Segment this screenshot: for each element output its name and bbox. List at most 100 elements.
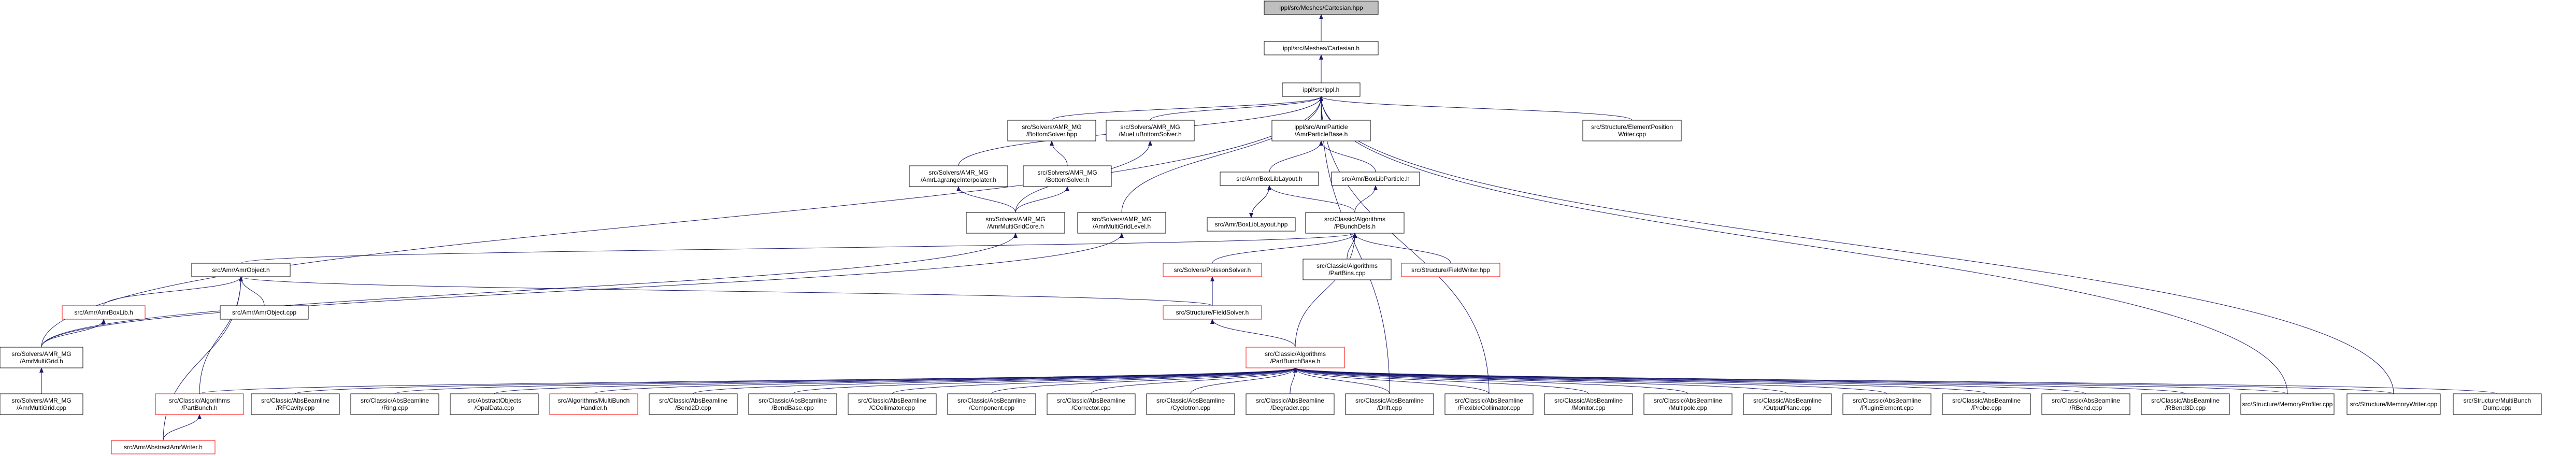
node-box — [848, 393, 937, 415]
graph-node-n1[interactable]: ippl/src/Meshes/Cartesian.h — [1264, 41, 1379, 55]
graph-node-b10[interactable]: src/Classic/AbsBeamline/Degrader.cpp — [1246, 393, 1335, 415]
node-box — [1077, 212, 1166, 234]
graph-node-n9[interactable]: src/Amr/BoxLibLayout.h — [1220, 172, 1319, 186]
node-label-line: src/Classic/AbsBeamline — [2151, 397, 2220, 404]
node-label-line: src/Amr/BoxLibLayout.h — [1236, 175, 1302, 182]
node-label-line: src/Classic/AbsBeamline — [1554, 397, 1623, 404]
graph-node-b8[interactable]: src/Classic/AbsBeamline/Corrector.cpp — [1047, 393, 1136, 415]
graph-node-b14[interactable]: src/Classic/AbsBeamline/Multipole.cpp — [1643, 393, 1733, 415]
edge-b17-to-n23 — [1293, 367, 1987, 394]
node-label-line: src/Amr/AbstractAmrWriter.h — [124, 444, 203, 451]
graph-node-b1[interactable]: src/Classic/AbsBeamline/Ring.cpp — [350, 393, 439, 415]
node-box — [62, 305, 146, 320]
graph-node-n0[interactable]: ippl/src/Meshes/Cartesian.hpp — [1264, 1, 1379, 15]
graph-node-n3[interactable]: src/Solvers/AMR_MG/BottomSolver.hpp — [1007, 120, 1096, 141]
graph-node-b16[interactable]: src/Classic/AbsBeamline/PluginElement.cp… — [1842, 393, 1931, 415]
node-label-line: src/Classic/AbsBeamline — [361, 397, 429, 404]
node-label-line: /Component.cpp — [969, 404, 1014, 411]
graph-node-b20[interactable]: src/Structure/MemoryProfiler.cpp — [2240, 393, 2335, 415]
graph-node-b4[interactable]: src/Classic/AbsBeamline/Bend2D.cpp — [649, 393, 738, 415]
node-box — [1282, 82, 1361, 97]
node-box — [1842, 393, 1931, 415]
node-box — [966, 212, 1065, 234]
graph-node-b5[interactable]: src/Classic/AbsBeamline/BendBase.cpp — [748, 393, 837, 415]
node-label-line: /BottomSolver.h — [1046, 176, 1090, 183]
node-label-line: src/Classic/AbsBeamline — [1952, 397, 2021, 404]
edge-b12-to-n23 — [1293, 367, 1490, 394]
edge-b9-to-n23 — [1190, 367, 1297, 394]
edge-b18-to-n23 — [1293, 367, 2086, 394]
node-box — [947, 393, 1036, 415]
node-box — [2141, 393, 2230, 415]
graph-node-n23[interactable]: src/Classic/Algorithms/PartBunchBase.h — [1246, 347, 1345, 368]
graph-node-n24[interactable]: src/Solvers/AMR_MG/AmrMultiGrid.cpp — [0, 393, 83, 415]
graph-node-b19[interactable]: src/Classic/AbsBeamline/RBend3D.cpp — [2141, 393, 2230, 415]
graph-node-n22[interactable]: src/Solvers/AMR_MG/AmrMultiGrid.h — [0, 347, 83, 368]
graph-node-b15[interactable]: src/Classic/AbsBeamline/OutputPlane.cpp — [1743, 393, 1832, 415]
graph-node-b21[interactable]: src/Structure/MemoryWriter.cpp — [2346, 393, 2441, 415]
graph-node-n16[interactable]: src/Solvers/PoissonSolver.h — [1163, 263, 1262, 277]
graph-node-n5[interactable]: ippl/src/AmrParticle/AmrParticleBase.h — [1271, 120, 1371, 141]
graph-node-b17[interactable]: src/Classic/AbsBeamline/Probe.cpp — [1942, 393, 2031, 415]
node-label-line: src/Structure/MemoryProfiler.cpp — [2242, 401, 2333, 408]
node-label-line: src/Classic/AbsBeamline — [759, 397, 827, 404]
node-label-line: /PartBins.cpp — [1328, 269, 1366, 277]
graph-node-b13[interactable]: src/Classic/AbsBeamline/Monitor.cpp — [1544, 393, 1633, 415]
graph-node-n4[interactable]: src/Solvers/AMR_MG/MueLuBottomSolver.h — [1106, 120, 1195, 141]
edge-n11-to-n7 — [956, 186, 1016, 213]
graph-node-n18[interactable]: src/Structure/FieldWriter.hpp — [1401, 263, 1500, 277]
graph-node-n17[interactable]: src/Classic/Algorithms/PartBins.cpp — [1303, 259, 1392, 280]
node-label-line: src/Solvers/AMR_MG — [11, 350, 71, 358]
edge-n25-to-n15 — [199, 276, 243, 394]
graph-node-n25[interactable]: src/Classic/Algorithms/PartBunch.h — [155, 393, 244, 415]
graph-node-n7[interactable]: src/Solvers/AMR_MG/AmrLagrangeInterpolat… — [909, 165, 1008, 187]
node-box — [1106, 120, 1195, 141]
node-box — [1303, 259, 1392, 280]
graph-node-n15[interactable]: src/Amr/AmrObject.h — [191, 263, 291, 277]
node-label-line: Handler.h — [580, 404, 607, 411]
graph-node-n11[interactable]: src/Solvers/AMR_MG/AmrMultiGridCore.h — [966, 212, 1065, 234]
graph-node-n21[interactable]: src/Structure/FieldSolver.h — [1163, 305, 1262, 320]
edge-n26-to-n15 — [163, 276, 243, 441]
graph-node-b6[interactable]: src/Classic/AbsBeamline/CCollimator.cpp — [848, 393, 937, 415]
edge-b4-to-n23 — [693, 367, 1297, 394]
edge-b2-to-n23 — [494, 367, 1297, 394]
graph-node-b7[interactable]: src/Classic/AbsBeamline/Component.cpp — [947, 393, 1036, 415]
node-label-line: /PluginElement.cpp — [1860, 404, 1914, 411]
graph-node-n8[interactable]: src/Solvers/AMR_MG/BottomSolver.h — [1023, 165, 1112, 187]
node-label-line: src/Classic/Algorithms — [1324, 216, 1385, 223]
node-label-line: src/Amr/AmrObject.cpp — [232, 309, 296, 316]
graph-node-b18[interactable]: src/Classic/AbsBeamline/RBend.cpp — [2041, 393, 2130, 415]
node-box — [1264, 41, 1379, 55]
node-label-line: /RBend.cpp — [2070, 404, 2102, 411]
node-box — [1023, 165, 1112, 187]
node-label-line: src/Classic/AbsBeamline — [1853, 397, 1921, 404]
graph-node-b11[interactable]: src/Classic/AbsBeamline/Drift.cpp — [1345, 393, 1434, 415]
graph-node-n20[interactable]: src/Amr/AmrObject.cpp — [220, 305, 309, 320]
graph-node-b9[interactable]: src/Classic/AbsBeamline/Cyclotron.cpp — [1146, 393, 1235, 415]
edge-b7-to-n23 — [991, 367, 1297, 394]
node-label-line: src/Classic/AbsBeamline — [1654, 397, 1722, 404]
edge-n10-to-n5 — [1319, 140, 1376, 173]
graph-node-b2[interactable]: src/AbstractObjects/OpalData.cpp — [450, 393, 539, 415]
node-box — [649, 393, 738, 415]
graph-node-n12[interactable]: src/Amr/BoxLibLayout.hpp — [1207, 217, 1296, 232]
graph-node-n14[interactable]: src/Classic/Algorithms/PBunchDefs.h — [1305, 212, 1405, 234]
node-label-line: /PBunchDefs.h — [1334, 223, 1376, 230]
graph-node-b12[interactable]: src/Classic/AbsBeamline/FlexibleCollimat… — [1444, 393, 1534, 415]
graph-node-n2[interactable]: ippl/src/Ippl.h — [1282, 82, 1361, 97]
graph-node-b0[interactable]: src/Classic/AbsBeamline/RFCavity.cpp — [251, 393, 340, 415]
graph-node-n10[interactable]: src/Amr/BoxLibParticle.h — [1331, 172, 1420, 186]
graph-node-n26[interactable]: src/Amr/AbstractAmrWriter.h — [111, 440, 216, 454]
node-label-line: /OpalData.cpp — [475, 404, 514, 411]
graph-node-n19[interactable]: src/Amr/AmrBoxLib.h — [62, 305, 146, 320]
node-label-line: src/Amr/AmrBoxLib.h — [74, 309, 133, 316]
graph-node-n13[interactable]: src/Solvers/AMR_MG/AmrMultiGridLevel.h — [1077, 212, 1166, 234]
node-label-line: src/Structure/MultiBunch — [2464, 397, 2531, 404]
node-label-line: /AmrLagrangeInterpolater.h — [921, 176, 996, 183]
